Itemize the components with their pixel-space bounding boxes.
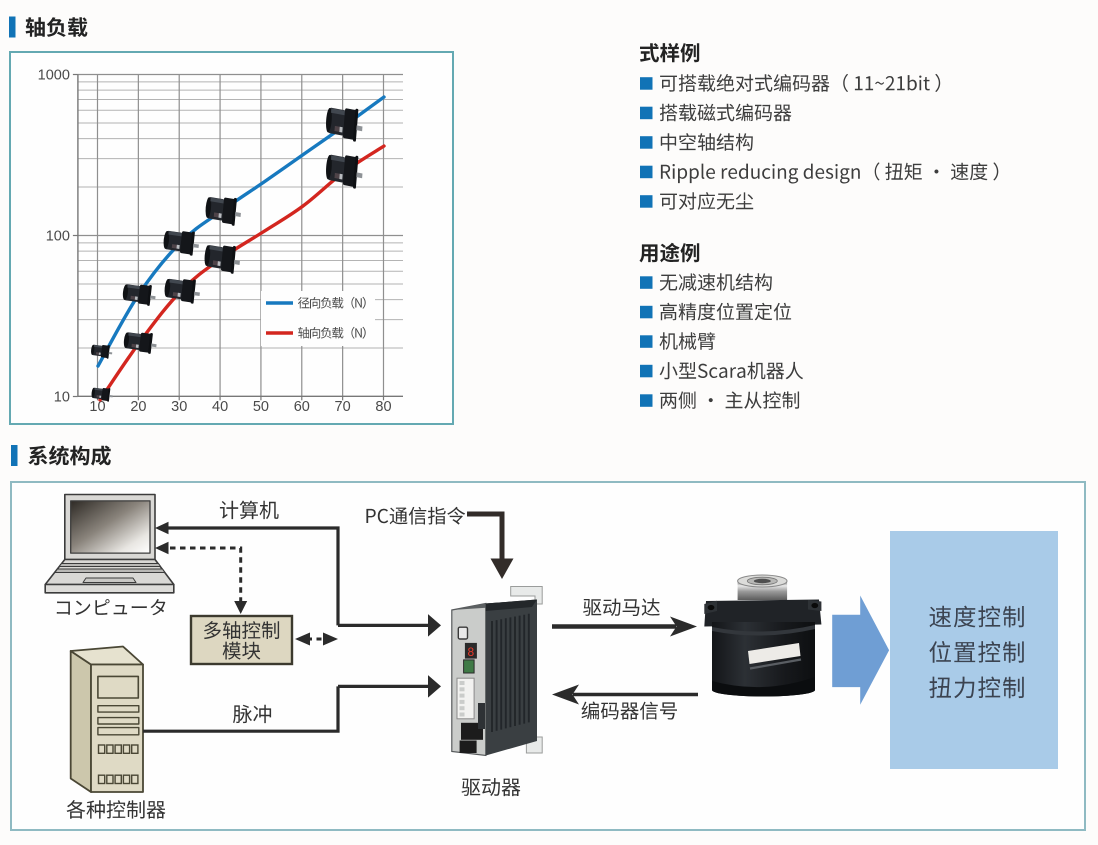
svg-text:10: 10 (89, 399, 105, 415)
svg-text:60: 60 (294, 399, 310, 415)
svg-text:50: 50 (253, 399, 269, 415)
svg-text:100: 100 (46, 229, 70, 245)
svg-text:80: 80 (375, 399, 391, 415)
svg-text:70: 70 (335, 399, 351, 415)
svg-text:20: 20 (130, 399, 146, 415)
svg-text:10: 10 (54, 390, 70, 406)
svg-text:8: 8 (468, 645, 475, 659)
svg-text:1000: 1000 (38, 68, 70, 84)
svg-text:40: 40 (212, 399, 228, 415)
svg-text:30: 30 (171, 399, 187, 415)
